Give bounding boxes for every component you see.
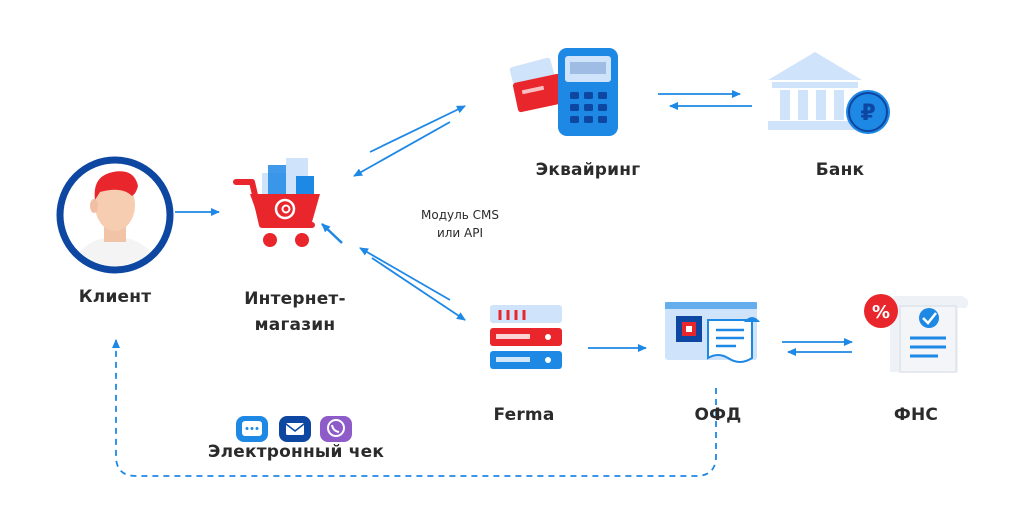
server-stack-icon [490, 305, 562, 369]
bank-ruble-icon: ₽ [768, 52, 890, 134]
svg-text:₽: ₽ [860, 101, 875, 126]
payment-terminal-icon [509, 48, 618, 136]
cms-api-label: Модуль CMS или API [400, 206, 520, 242]
shop-label-line2: магазин [254, 315, 336, 335]
shop-label-line1: Интернет- [244, 289, 346, 309]
fiscal-document-icon [665, 302, 760, 363]
mail-icon [279, 416, 311, 442]
receipt-return-path [112, 339, 717, 477]
connection-arrows [175, 90, 853, 356]
cms-api-label-line2: или API [436, 226, 484, 240]
tax-document-icon: % [864, 294, 969, 373]
svg-text:%: % [872, 302, 890, 323]
client-label: Клиент [78, 287, 152, 307]
ofd-label: ОФД [694, 405, 742, 425]
viber-icon [320, 416, 352, 442]
ferma-label: Ferma [493, 405, 555, 425]
shop-label: Интернет- магазин [225, 286, 365, 338]
fns-label: ФНС [893, 405, 939, 425]
cms-api-label-line1: Модуль CMS [421, 208, 499, 222]
chat-icon [236, 416, 268, 442]
client-icon [56, 156, 174, 274]
bank-label: Банк [815, 160, 865, 180]
receipt-label: Электронный чек [207, 442, 385, 462]
shopping-cart-icon [233, 158, 320, 247]
acquiring-label: Эквайринг [535, 160, 641, 180]
